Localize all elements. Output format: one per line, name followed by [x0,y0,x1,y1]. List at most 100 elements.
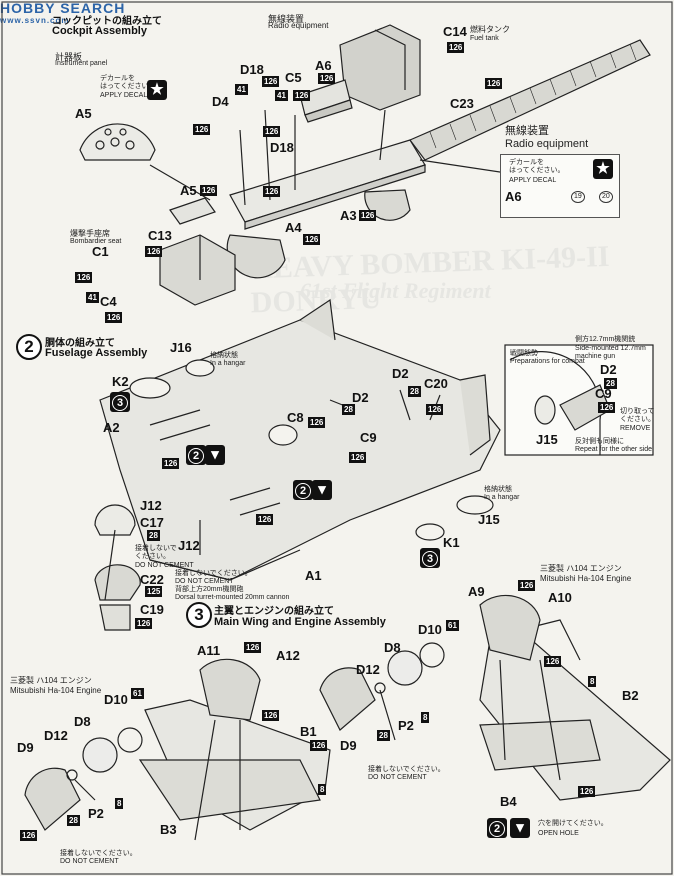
part-label: J15 [478,512,500,527]
do-not-cement-note-3-en: DO NOT CEMENT [368,774,427,781]
part-label: A5 [180,183,197,198]
radio-equipment-label-en: Radio equipment [268,21,329,30]
part-label: D12 [44,728,68,743]
remove-note-jp: 切り取って ください。 [620,408,655,423]
color-badge: 8 [318,784,327,795]
part-label: C23 [450,96,474,111]
color-badge: 126 [447,42,465,53]
part-label: D12 [356,662,380,677]
part-label: C17 [140,515,164,530]
part-label: B3 [160,822,177,837]
radio-equipment-label-en: Radio equipment [505,138,589,150]
part-label: D10 [104,692,128,707]
part-label: C20 [424,376,448,391]
part-label: D2 [600,362,617,377]
step1-title-jp: コックピットの組み立て [52,16,162,27]
color-badge: 41 [275,90,288,101]
part-label: J16 [170,340,192,355]
prep-combat-note-en: Preparations for combat [510,358,585,365]
prep-combat-note-jp: 戦闘態勢 [510,350,538,357]
step2-title-jp: 胴体の組み立て [45,338,115,349]
part-label: A5 [75,106,92,121]
in-hangar-label-jp: 格納状態 [484,486,512,493]
decal-star-icon: ★ [593,159,613,179]
color-badge: 126 [518,580,536,591]
engine-label-right-en: Mitsubishi Ha-104 Engine [540,574,632,583]
dorsal-turret-note-jp: 背部上方20mm機関砲 [175,586,244,593]
color-badge: 126 [263,126,281,137]
color-badge: 28 [377,730,390,741]
color-badge: 41 [235,84,248,95]
color-badge: 126 [544,656,562,667]
part-label: P2 [398,718,414,733]
part-label: D4 [212,94,229,109]
color-badge: 126 [310,740,328,751]
engine-label-left-jp: 三菱製 ハ104 エンジン [10,676,92,685]
part-label: A9 [468,584,485,599]
color-badge: 126 [135,618,153,629]
do-not-cement-note-4-en: DO NOT CEMENT [60,858,119,865]
part-label: P2 [88,806,104,821]
color-badge: 126 [162,458,180,469]
step-ref-3-icon: 3 [420,548,440,568]
part-label: D2 [352,390,369,405]
do-not-cement-note-1-en: DO NOT CEMENT [135,562,194,569]
color-badge: 126 [426,404,444,415]
apply-decal-note-2-en: APPLY DECAL [509,177,557,184]
repeat-note-jp: 反対側も同様に [575,438,624,445]
color-badge: 126 [75,272,93,283]
cement-icon: ▾ [510,818,530,838]
part-label: D8 [74,714,91,729]
fuel-tank-label-jp: 燃料タンク [470,25,510,34]
part-label: D10 [418,622,442,637]
color-badge: 126 [200,185,218,196]
do-not-cement-note-2-jp: 接着しないでください。 [175,570,252,577]
radio-equipment-label-jp: 無線装置 [268,14,305,24]
part-label: J12 [178,538,200,553]
engine-label-left-en: Mitsubishi Ha-104 Engine [10,686,102,695]
part-label: A11 [197,643,221,658]
part-label: A3 [340,208,357,223]
do-not-cement-note-4-jp: 接着しないでください。 [60,850,137,857]
color-badge: 28 [147,530,160,541]
part-label: C9 [360,430,377,445]
part-label: D8 [384,640,401,655]
color-badge: 126 [308,417,326,428]
color-badge: 61 [131,688,144,699]
color-badge: 28 [67,815,80,826]
part-label: A6 [505,189,522,204]
color-badge: 126 [256,514,274,525]
part-label: A1 [305,568,322,583]
step-ref-2-icon: 2 [186,445,206,465]
color-badge: 28 [408,386,421,397]
color-badge: 41 [86,292,99,303]
step3-number: 3 [186,602,212,628]
color-badge: 61 [446,620,459,631]
part-label: J12 [140,498,162,513]
engine-label-right-jp: 三菱製 ハ104 エンジン [540,564,622,573]
in-hangar-label-en: In a hangar [210,360,246,367]
part-label: B2 [622,688,639,703]
radio-decal-inset: デカールを はってください。 APPLY DECAL ★ A6 19 20 [500,154,620,218]
part-label: C4 [100,294,117,309]
step-ref-2-icon: 2 [487,818,507,838]
part-label: C9 [595,386,612,401]
fuel-tank-label-en: Fuel tank [470,35,499,42]
step2-number: 2 [16,334,42,360]
step3-title-en: Main Wing and Engine Assembly [214,616,386,628]
part-label: C1 [92,244,109,259]
in-hangar-label-jp: 格納状態 [210,352,238,359]
part-label: B4 [500,794,517,809]
step-ref-3-icon: 3 [110,392,130,412]
part-label: D18 [240,62,264,77]
radio-equipment-label-jp: 無線装置 [505,125,549,137]
part-label: A12 [276,648,300,663]
part-label: K1 [443,535,460,550]
step-ref-2-icon: 2 [293,480,313,500]
color-badge: 126 [485,78,503,89]
color-badge: 8 [115,798,124,809]
color-badge: 126 [293,90,311,101]
side-mg-note-jp: 側方12.7mm機関銃 [575,336,636,343]
step1-title-en: Cockpit Assembly [52,25,147,37]
decal-number: 20 [599,191,613,203]
